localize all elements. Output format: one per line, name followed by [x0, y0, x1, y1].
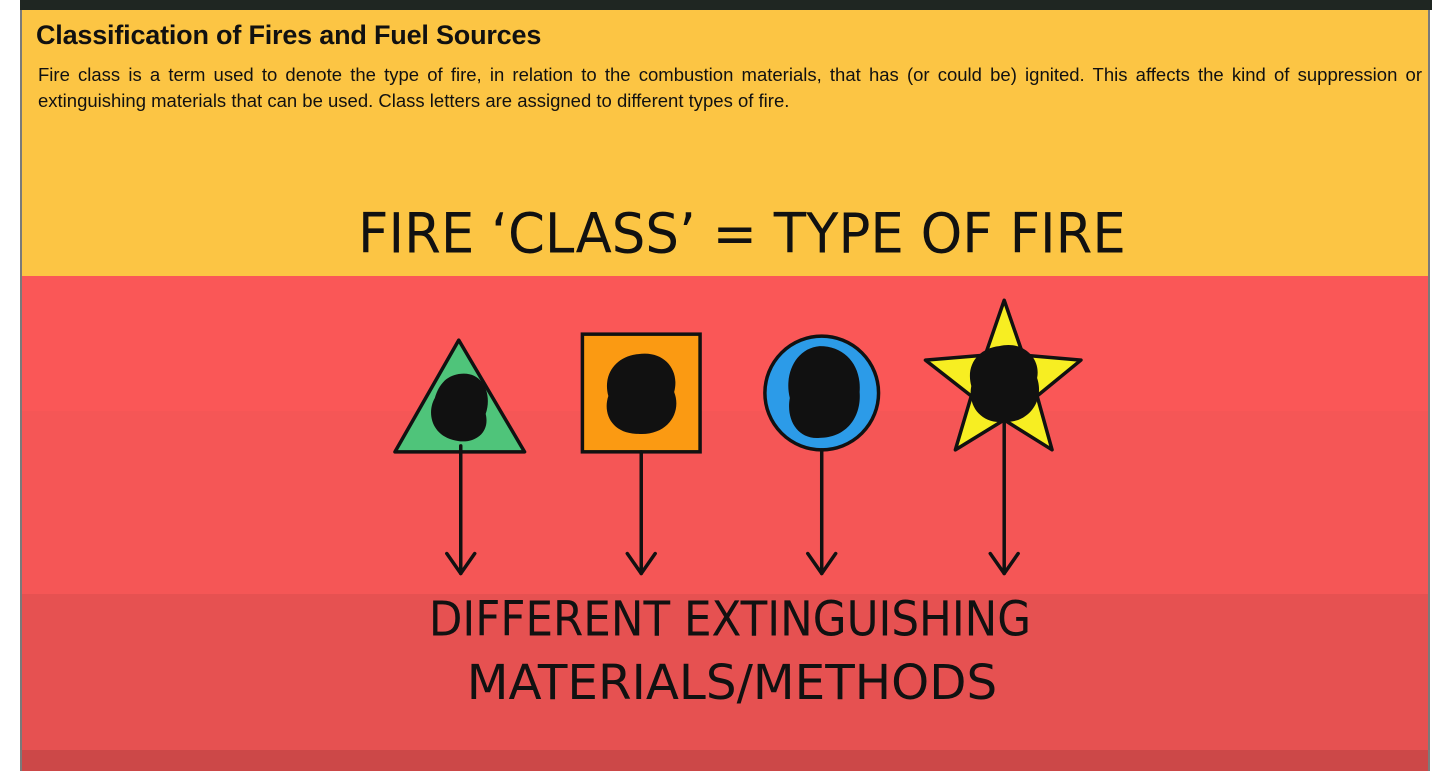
fuel-blob-star: [969, 344, 1040, 423]
fuel-blob-circle: [788, 346, 860, 439]
arrow-circle: [806, 448, 838, 576]
diagram-section: [22, 276, 1428, 771]
arrow-square: [625, 450, 657, 576]
arrow-triangle: [445, 444, 477, 576]
page-title: Classification of Fires and Fuel Sources: [36, 20, 542, 50]
top-border-bar: [20, 0, 1432, 10]
arrow-star: [988, 420, 1020, 576]
caption-line-1: DIFFERENT EXTINGUISHING: [429, 592, 1031, 647]
intro-paragraph: Fire class is a term used to denote the …: [38, 64, 1422, 111]
fuel-blob-triangle: [431, 373, 488, 442]
header-section: [22, 10, 1428, 276]
caption-line-2: MATERIALS/METHODS: [467, 656, 997, 711]
fuel-blob-square: [606, 353, 677, 434]
content-panel: Classification of Fires and Fuel Sources…: [20, 10, 1430, 771]
diagram-headline: FIRE ‘CLASS’ = TYPE OF FIRE: [358, 201, 1126, 265]
fire-class-diagram: FIRE ‘CLASS’ = TYPE OF FIRE: [358, 201, 1126, 711]
